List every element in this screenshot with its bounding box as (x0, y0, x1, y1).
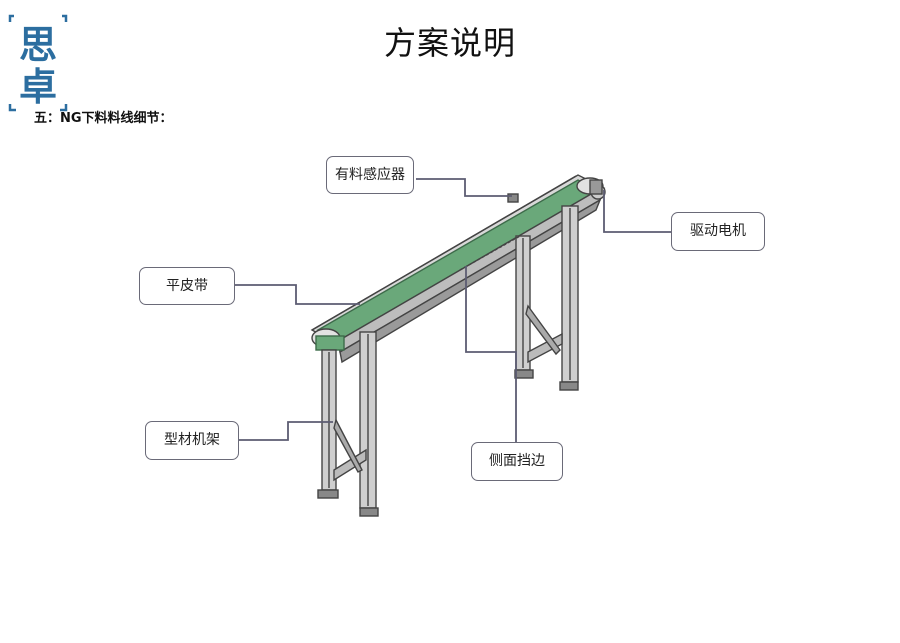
logo-char-2: 卓 (19, 65, 57, 109)
company-logo: 思 卓 (8, 14, 68, 112)
conveyor-frame (310, 174, 606, 517)
callout-guard: 侧面挡边 (471, 442, 563, 481)
section-heading: 五：NG下料料线细节： (34, 111, 173, 126)
logo-char-1: 思 (19, 23, 57, 67)
callout-frame: 型材机架 (145, 421, 239, 460)
belt-surface (316, 179, 600, 342)
callout-belt: 平皮带 (139, 267, 235, 305)
page-title: 方案说明 (383, 24, 516, 62)
callout-motor: 驱动电机 (671, 212, 765, 251)
leader-lines (233, 178, 671, 442)
callout-sensor: 有料感应器 (326, 156, 414, 194)
